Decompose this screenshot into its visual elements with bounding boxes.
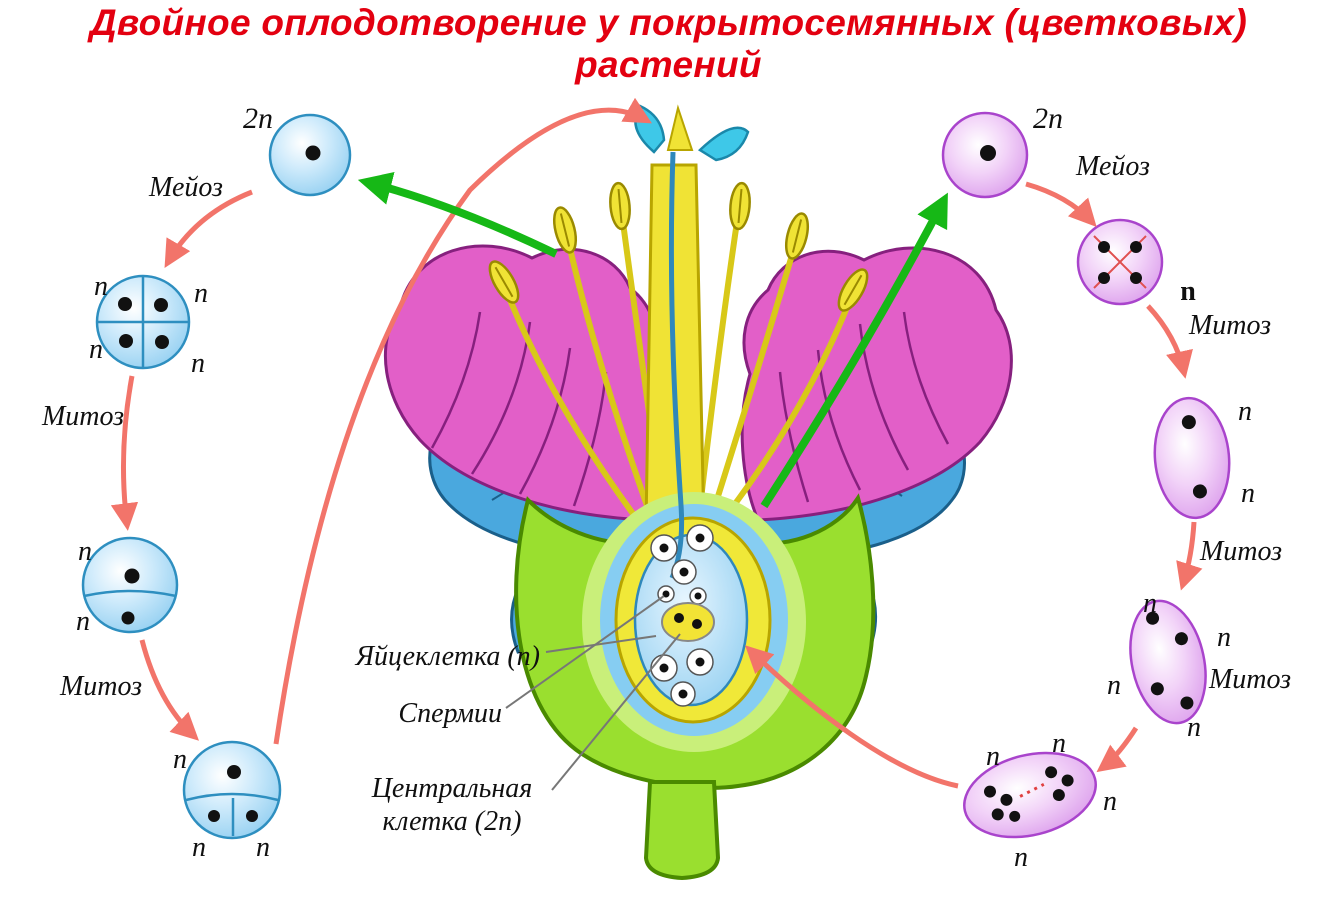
female-cycle [941,111,1231,839]
meiosis-arrow-right [1025,181,1097,228]
left-ploidy-label: 2n [243,102,273,135]
sperm-label: Спермии [398,698,502,729]
label-lines [505,595,681,791]
sac-n-1: n [986,741,1000,772]
stigma-tip [666,104,694,151]
right-meiosis-label: Мейоз [1075,151,1150,182]
arrows [110,97,1203,789]
microspore-mother-cell [268,113,352,197]
meiosis-arrow-left [164,189,253,268]
central-cell-label-line1: Центральная [371,773,533,804]
central-cell-label-line2: клетка (2n) [383,806,522,837]
egg-cell-label: Яйцеклетка (n) [355,641,540,672]
mitosis-arrow-left-1 [110,375,139,531]
megaspore-mother-cell [941,111,1029,199]
left-two-cell-n-1: n [78,536,92,567]
right-mitosis-label-2: Митоз [1199,536,1282,567]
right-mitosis-label-3: Митоз [1208,664,1291,695]
right-four-n-3: n [1107,670,1121,701]
fertilization-arrow [745,645,959,789]
labels: 2n Мейоз n n n n Митоз n n Митоз n n n 2… [41,102,1291,873]
left-meiosis-label: Мейоз [148,172,223,203]
egg-apparatus [650,648,714,707]
mitosis-arrow-left-2 [139,639,199,741]
embryo-sac-two-nucleate [1153,396,1231,520]
stigma-lobe-left [634,104,666,154]
right-two-n-1: n [1238,396,1252,427]
page-title: Двойное оплодотворение у покрытосемянных… [89,2,1248,85]
green-arrows [357,171,948,509]
male-cycle [81,113,352,840]
embryo-sac-eight-nucleate [963,751,1097,839]
right-tetrad-n: n [1180,276,1196,307]
microspore-tetrad [95,274,191,370]
left-pollen-n-1: n [173,744,187,775]
pollen-tube [668,151,685,579]
sac-n-4: n [1014,842,1028,873]
pollen-grain-mature [182,740,282,840]
right-mitosis-label-1: Митоз [1188,310,1271,341]
left-tetrad-n-3: n [89,334,103,365]
left-two-cell-n-2: n [76,606,90,637]
ovule [614,151,772,724]
anthers [488,181,869,312]
stem [643,780,721,881]
pollination-arrow [273,97,652,745]
stigma-lobe-right [697,126,750,162]
sac-n-2: n [1052,728,1066,759]
left-tetrad-n-2: n [194,278,208,309]
antipodal-cells [650,524,714,585]
flower-cross-section [383,104,1013,881]
right-ploidy-label: 2n [1033,102,1063,135]
left-pollen-n-2: n [192,832,206,863]
left-pollen-n-3: n [256,832,270,863]
mitosis-arrow-right-1 [1146,304,1193,379]
mitosis-arrow-right-3 [1096,726,1139,773]
left-tetrad-n-4: n [191,348,205,379]
left-mitosis-label-2: Митоз [59,671,142,702]
pollen-two-cell [81,536,179,634]
sac-n-3: n [1103,786,1117,817]
right-four-n-1: n [1143,588,1157,619]
left-mitosis-label-1: Митоз [41,401,124,432]
left-tetrad-n-1: n [94,271,108,302]
red-arrows [110,97,1203,789]
embryo-sac-four-nucleate [1129,599,1207,725]
right-four-n-2: n [1217,622,1231,653]
mitosis-arrow-right-2 [1176,521,1203,591]
megaspore-tetrad [1076,218,1164,306]
central-cell [661,602,715,642]
ovule-to-cell-arrow [760,192,948,509]
anther-to-cell-arrow [357,171,558,258]
right-four-n-4: n [1187,712,1201,743]
pistil [634,104,750,534]
right-two-n-2: n [1241,478,1255,509]
